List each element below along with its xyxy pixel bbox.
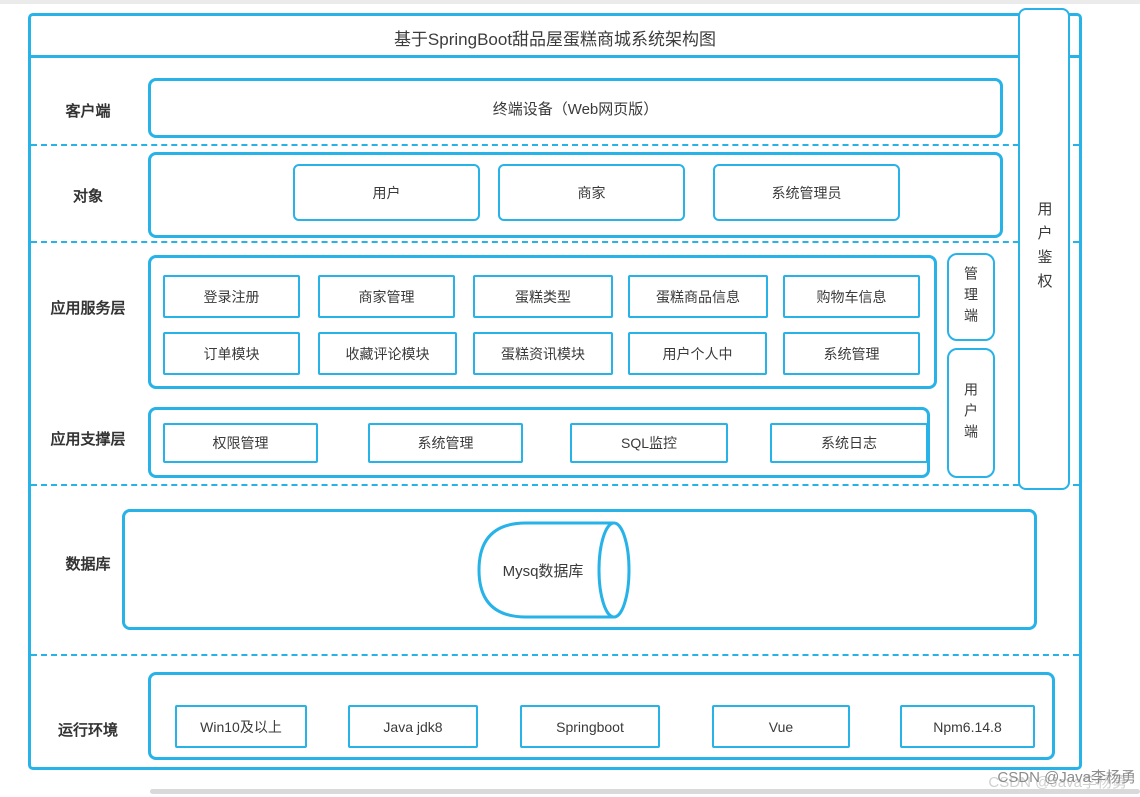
service-module-login: 登录注册 xyxy=(163,275,300,318)
object-box-admin: 系统管理员 xyxy=(713,164,900,221)
runtime-box-win10: Win10及以上 xyxy=(175,705,307,748)
service-module-order: 订单模块 xyxy=(163,332,300,375)
dashed-separator-4 xyxy=(31,654,1079,656)
row-label-client: 客户端 xyxy=(65,103,111,120)
service-module-cake-product-info: 蛋糕商品信息 xyxy=(628,275,768,318)
dashed-separator-3 xyxy=(31,484,1079,486)
side-box-user-client: 用户端 xyxy=(947,348,995,478)
row-label-database: 数据库 xyxy=(65,556,111,573)
csdn-watermark: CSDN @Java李杨勇 xyxy=(997,769,1136,786)
side-box-admin-client-label: 管理端 xyxy=(963,265,979,329)
row-label-support: 应用支撑层 xyxy=(50,431,126,448)
service-module-cart-info: 购物车信息 xyxy=(783,275,920,318)
bottom-gray-bar xyxy=(150,789,1140,794)
dashed-separator-2 xyxy=(31,241,1079,243)
runtime-box-java: Java jdk8 xyxy=(348,705,478,748)
support-module-sql-monitor: SQL监控 xyxy=(570,423,728,463)
row-label-runtime: 运行环境 xyxy=(57,722,118,739)
side-box-user-auth: 用户鉴权 xyxy=(1018,8,1070,490)
runtime-box-npm: Npm6.14.8 xyxy=(900,705,1035,748)
title-divider xyxy=(31,55,1079,58)
support-module-permission: 权限管理 xyxy=(163,423,318,463)
database-cylinder-icon xyxy=(477,521,631,619)
side-box-user-client-label: 用户端 xyxy=(963,381,979,445)
database-name: Mysq数据库 xyxy=(502,562,584,580)
diagram-outer-frame xyxy=(28,13,1082,770)
runtime-box-vue: Vue xyxy=(712,705,850,748)
object-box-user: 用户 xyxy=(293,164,480,221)
runtime-box-springboot: Springboot xyxy=(520,705,660,748)
diagram-title: 基于SpringBoot甜品屋蛋糕商城系统架构图 xyxy=(393,30,717,49)
service-module-cake-news: 蛋糕资讯模块 xyxy=(473,332,613,375)
client-terminal-box: 终端设备（Web网页版） xyxy=(148,78,1003,138)
service-module-system-mgmt: 系统管理 xyxy=(783,332,920,375)
service-module-user-profile: 用户个人中 xyxy=(628,332,767,375)
dashed-separator-1 xyxy=(31,144,1079,146)
support-module-system-mgmt: 系统管理 xyxy=(368,423,523,463)
service-module-merchant-mgmt: 商家管理 xyxy=(318,275,455,318)
row-label-objects: 对象 xyxy=(72,188,103,205)
object-box-merchant: 商家 xyxy=(498,164,685,221)
support-module-system-log: 系统日志 xyxy=(770,423,928,463)
row-label-service: 应用服务层 xyxy=(50,300,126,317)
side-box-user-auth-label: 用户鉴权 xyxy=(1035,201,1053,297)
top-gray-strip xyxy=(0,0,1140,4)
service-module-favorite-comment: 收藏评论模块 xyxy=(318,332,457,375)
side-box-admin-client: 管理端 xyxy=(947,253,995,341)
service-module-cake-type: 蛋糕类型 xyxy=(473,275,613,318)
